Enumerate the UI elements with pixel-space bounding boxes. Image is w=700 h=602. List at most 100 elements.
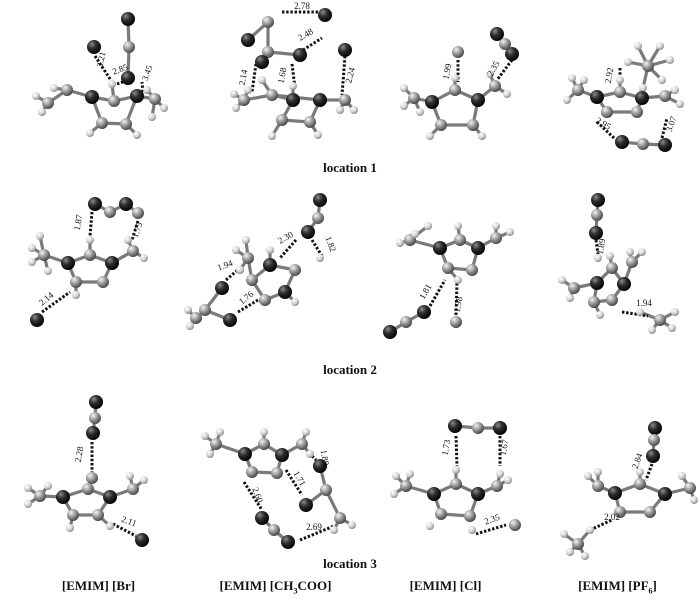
dark-atom	[215, 281, 229, 295]
gray-atom	[601, 106, 613, 118]
dark-atom	[281, 535, 295, 549]
gray-atom	[454, 234, 466, 246]
dark-atom	[658, 138, 672, 152]
gray-atom	[435, 119, 447, 131]
hydrogen-atom	[636, 308, 644, 316]
hydrogen-atom	[606, 252, 614, 260]
distance-label: 1.73	[440, 438, 453, 456]
hydrogen-atom	[492, 222, 500, 230]
gray-atom	[572, 84, 584, 96]
gray-atom	[466, 264, 478, 276]
gray-atom	[120, 118, 132, 130]
hydrogen-atom	[558, 276, 566, 284]
hydrogen-atom	[38, 108, 46, 116]
hydrogen-atom	[594, 468, 602, 476]
gray-atom	[96, 117, 108, 129]
distance-label: 2.84	[630, 451, 645, 470]
distance-label: 2.69	[306, 522, 322, 532]
distance-label: 1.94	[216, 258, 235, 273]
hydrogen-atom	[148, 113, 156, 121]
hydrogen-atom	[568, 74, 576, 82]
gray-atom	[637, 138, 649, 150]
hydrogen-atom	[396, 239, 404, 247]
distance-label: 2.48	[296, 26, 315, 43]
distance-label: 2.11	[120, 514, 138, 529]
gray-atom	[591, 209, 603, 221]
dark-atom	[88, 197, 102, 211]
hydrogen-bond	[284, 469, 304, 496]
hydrogen-atom	[140, 476, 148, 484]
hydrogen-atom	[336, 106, 344, 114]
hydrogen-bond	[340, 55, 347, 96]
hydrogen-atom	[28, 258, 36, 266]
hydrogen-atom	[668, 324, 676, 332]
hydrogen-atom	[503, 90, 511, 98]
gray-atom	[588, 296, 600, 308]
distance-label: 2.60	[250, 486, 265, 505]
dark-atom	[590, 90, 604, 104]
dark-atom	[119, 197, 133, 211]
hydrogen-bond	[130, 220, 140, 241]
hydrogen-atom	[24, 484, 32, 492]
column-label-emim-ch3coo: [EMIM] [CH3COO]	[219, 578, 332, 596]
hydrogen-atom	[206, 450, 214, 458]
dark-atom	[238, 447, 252, 461]
gray-atom	[246, 274, 258, 286]
hydrogen-atom	[50, 84, 58, 92]
dark-atom	[646, 449, 660, 463]
gray-atom	[606, 294, 618, 306]
hydrogen-atom	[506, 228, 514, 236]
dark-atom	[433, 241, 447, 255]
gray-atom	[684, 482, 696, 494]
gray-atom	[42, 97, 54, 109]
dark-atom	[56, 490, 70, 504]
hydrogen-atom	[314, 131, 322, 139]
dark-atom	[383, 325, 397, 339]
gray-atom	[127, 245, 139, 257]
hydrogen-bond	[475, 523, 507, 536]
hydrogen-atom	[232, 246, 240, 254]
hydrogen-atom	[160, 104, 168, 112]
hydrogen-atom	[291, 298, 299, 306]
hydrogen-atom	[636, 468, 644, 476]
hydrogen-atom	[426, 132, 434, 140]
hydrogen-atom	[666, 56, 674, 64]
hydrogen-atom	[232, 104, 240, 112]
hydrogen-bond	[428, 279, 447, 307]
hydrogen-atom	[566, 548, 574, 556]
dark-atom	[61, 256, 75, 270]
distance-label: 2.92	[603, 67, 616, 84]
gray-atom	[89, 412, 101, 424]
gray-atom	[262, 46, 274, 58]
distance-label: 1.99	[441, 62, 454, 80]
hydrogen-atom	[126, 472, 134, 480]
distance-label: 1.81	[417, 282, 434, 301]
gray-atom	[268, 524, 280, 536]
hydrogen-bond	[140, 81, 145, 93]
distance-label: 1.68	[276, 66, 289, 84]
dark-atom	[301, 225, 315, 239]
dark-atom	[635, 91, 649, 105]
gray-atom	[592, 480, 604, 492]
gray-atom	[320, 484, 332, 496]
dark-atom	[448, 419, 462, 433]
gray-atom	[238, 94, 250, 106]
gray-atom	[452, 46, 464, 58]
hydrogen-atom	[451, 74, 459, 82]
distance-label: 1.89	[319, 449, 332, 467]
gray-atom	[450, 478, 462, 490]
gray-atom	[262, 16, 274, 28]
hydrogen-bond-layer	[41, 10, 669, 542]
gray-atom	[276, 114, 288, 126]
distance-label: 2.02	[604, 512, 620, 522]
gray-atom	[97, 276, 109, 288]
hydrogen-atom	[426, 522, 434, 530]
hydrogen-atom	[66, 524, 74, 532]
hydrogen-atom	[306, 450, 314, 458]
hydrogen-atom	[316, 254, 324, 262]
gray-atom	[149, 93, 161, 105]
row-label-location-3: location 3	[323, 556, 377, 571]
gray-atom	[634, 478, 646, 490]
hydrogen-atom	[454, 222, 462, 230]
dark-atom	[648, 421, 662, 435]
